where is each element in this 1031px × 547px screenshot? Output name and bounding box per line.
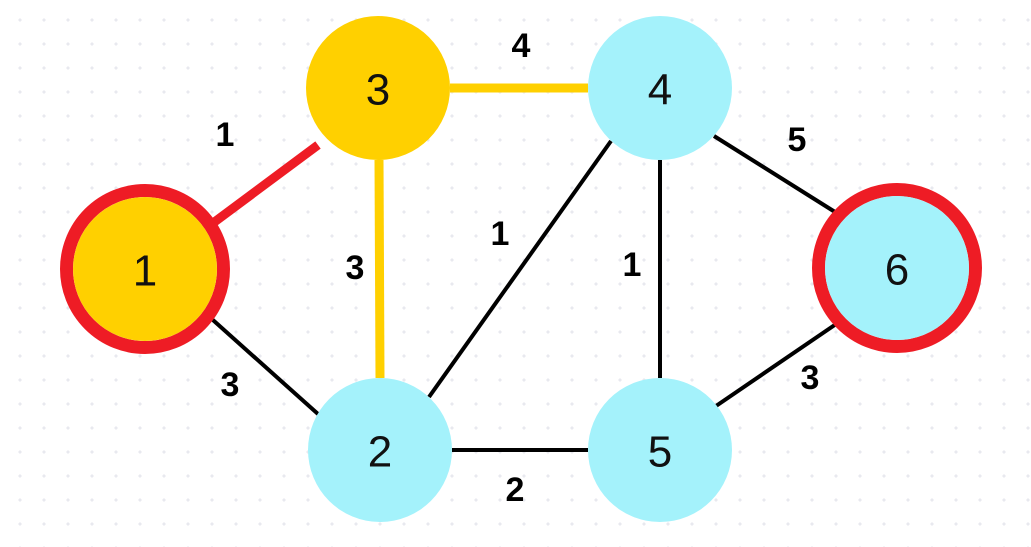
edge-weight-4-5: 1 bbox=[623, 246, 642, 284]
edge-weight-1-2: 3 bbox=[221, 366, 240, 404]
node-circle-5[interactable] bbox=[588, 378, 732, 522]
graph-edge-3-2[interactable] bbox=[374, 159, 385, 379]
graph-edge-5-6[interactable] bbox=[714, 318, 844, 408]
edge-weight-2-5: 2 bbox=[506, 471, 525, 509]
graph-edge-2-4[interactable] bbox=[427, 139, 613, 399]
edge-weight-4-6: 5 bbox=[788, 121, 807, 159]
graph-edge-1-3[interactable] bbox=[202, 141, 321, 233]
graph-edge-4-6[interactable] bbox=[712, 134, 845, 219]
graph-edge-1-2[interactable] bbox=[202, 310, 320, 416]
edge-weight-3-4: 4 bbox=[512, 27, 531, 65]
edge-weight-3-2: 3 bbox=[346, 249, 365, 287]
graph-node-4[interactable]: 4 bbox=[588, 16, 732, 160]
nodes-layer: 1 2 3 4 5 6 bbox=[60, 16, 982, 522]
edge-weight-5-6: 3 bbox=[801, 359, 820, 397]
node-circle-3[interactable] bbox=[306, 16, 450, 160]
node-circle-1[interactable] bbox=[73, 197, 217, 341]
node-highlight-ring-1 bbox=[60, 184, 230, 354]
node-label-6: 6 bbox=[885, 246, 909, 295]
edge-weight-2-4: 1 bbox=[491, 215, 510, 253]
node-label-2: 2 bbox=[368, 428, 392, 477]
node-label-1: 1 bbox=[133, 247, 157, 296]
edge-weights-layer: 1 4 3 3 1 1 5 3 2 bbox=[216, 27, 820, 509]
graph-node-1[interactable]: 1 bbox=[60, 184, 230, 354]
node-label-4: 4 bbox=[648, 66, 672, 115]
node-label-3: 3 bbox=[366, 66, 390, 115]
node-label-5: 5 bbox=[648, 428, 672, 477]
edges-layer bbox=[202, 83, 845, 452]
node-circle-6[interactable] bbox=[825, 196, 969, 340]
graph-node-2[interactable]: 2 bbox=[308, 378, 452, 522]
graph-node-6[interactable]: 6 bbox=[812, 183, 982, 353]
edge-weight-1-3: 1 bbox=[216, 116, 235, 154]
graph-node-3[interactable]: 3 bbox=[306, 16, 450, 160]
graph-node-5[interactable]: 5 bbox=[588, 378, 732, 522]
node-highlight-ring-6 bbox=[812, 183, 982, 353]
node-circle-4[interactable] bbox=[588, 16, 732, 160]
node-circle-2[interactable] bbox=[308, 378, 452, 522]
